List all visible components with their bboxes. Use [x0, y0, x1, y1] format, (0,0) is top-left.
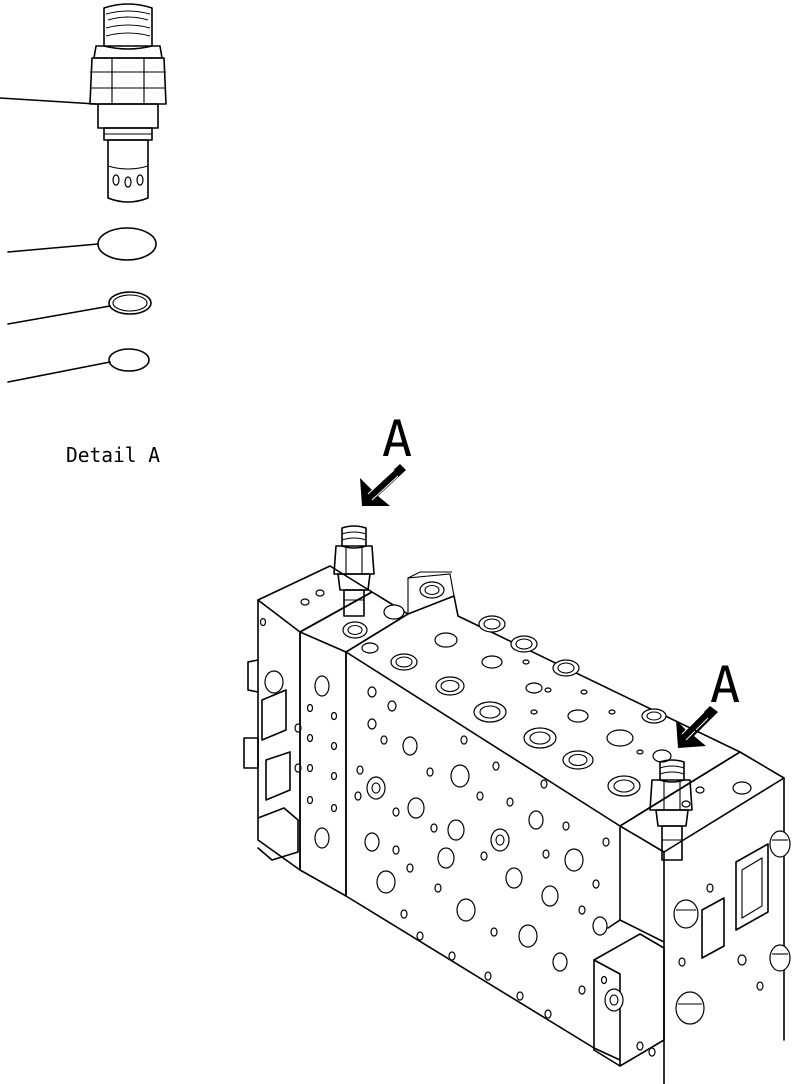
- top-ports: [383, 581, 672, 797]
- o-ring-large: [97, 227, 157, 261]
- left-end-block: [243, 565, 373, 871]
- o-ring-small: [108, 348, 150, 372]
- leader-line-cartridge: [0, 97, 97, 105]
- leader-line-o-ring-large: [7, 243, 99, 253]
- installed-relief-valve-left: [333, 525, 375, 617]
- relief-valve-cartridge: [89, 3, 167, 203]
- view-marker-right: A: [676, 656, 740, 748]
- installed-relief-valve-right: [649, 759, 693, 861]
- view-arrow-left-icon: [360, 464, 406, 506]
- svg-text:A: A: [710, 656, 740, 714]
- leader-line-backup-ring: [7, 305, 111, 325]
- detail-a-exploded-view: Detail A: [0, 3, 167, 467]
- second-block: [299, 591, 409, 897]
- svg-text:A: A: [382, 410, 412, 468]
- right-end-block: [593, 751, 791, 1084]
- bolt-heads: [673, 830, 791, 1025]
- main-section-block: [345, 571, 741, 1061]
- detail-a-label: Detail A: [66, 443, 160, 467]
- backup-ring: [108, 291, 152, 315]
- leader-line-o-ring-small: [7, 361, 111, 383]
- view-marker-left: A: [360, 410, 412, 506]
- control-valve-assembly: [243, 525, 791, 1084]
- side-face-holes: [354, 686, 610, 1019]
- view-arrow-right-icon: [676, 706, 718, 748]
